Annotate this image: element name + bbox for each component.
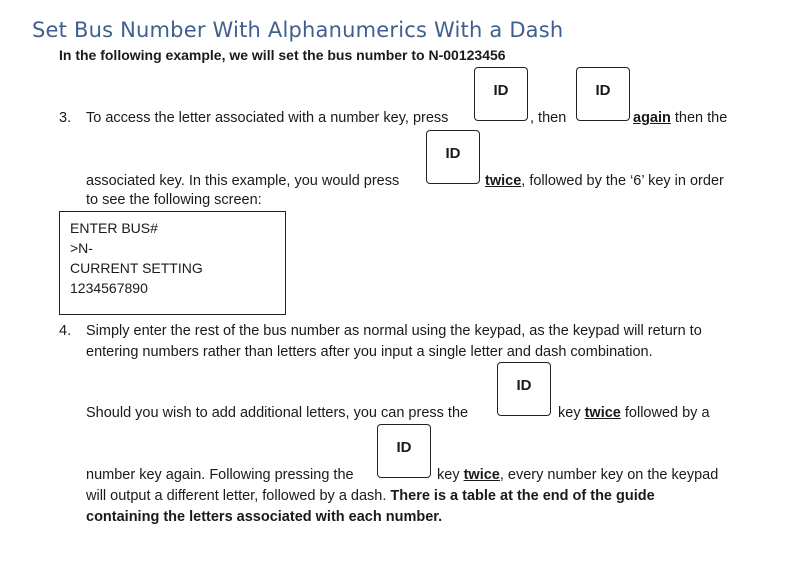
step4-line4b: key xyxy=(437,467,464,483)
step3-line2a: associated key. In this example, you wou… xyxy=(86,173,400,189)
display-screen: ENTER BUS# >N- CURRENT SETTING 123456789… xyxy=(59,211,286,315)
step4-line4a: number key again. Following pressing the xyxy=(86,467,354,483)
id-key-label: ID xyxy=(396,439,412,456)
step4-line6: containing the letters associated with e… xyxy=(86,509,443,525)
step4-line1: Simply enter the rest of the bus number … xyxy=(86,323,702,339)
id-key-icon: ID xyxy=(576,67,630,121)
step3-line2: twice, followed by the ‘6’ key in order xyxy=(485,171,724,191)
id-key-icon: ID xyxy=(377,424,431,478)
screen-line: >N- xyxy=(70,240,93,256)
id-key-label: ID xyxy=(516,377,532,394)
id-key-icon: ID xyxy=(426,130,480,184)
step3-number: 3. xyxy=(59,110,72,126)
step4-line2: entering numbers rather than letters aft… xyxy=(86,344,653,360)
step4-line5a: will output a different letter, followed… xyxy=(86,488,391,504)
again-emphasis: again xyxy=(633,110,671,126)
step3-line3: to see the following screen: xyxy=(86,192,262,208)
twice-emphasis: twice xyxy=(485,173,522,189)
twice-emphasis: twice xyxy=(463,467,500,483)
example-subtitle: In the following example, we will set th… xyxy=(59,47,506,63)
step4-line3a: Should you wish to add additional letter… xyxy=(86,405,469,421)
step4-number: 4. xyxy=(59,323,72,339)
id-key-label: ID xyxy=(595,82,611,99)
page-title: Set Bus Number With Alphanumerics With a… xyxy=(32,18,564,42)
step3-line1: again then the xyxy=(633,108,727,128)
id-key-icon: ID xyxy=(474,67,528,121)
screen-line: ENTER BUS# xyxy=(70,220,158,236)
id-key-icon: ID xyxy=(497,362,551,416)
step4-line4d: , every number key on the keypad xyxy=(499,467,719,483)
step3-line2c: , followed by the ‘6’ key in order xyxy=(521,173,724,189)
screen-line: 1234567890 xyxy=(70,280,148,296)
step3-line1b: , then xyxy=(530,110,567,126)
twice-emphasis: twice xyxy=(584,405,621,421)
step4-line3b: key xyxy=(558,405,585,421)
step4-line5: will output a different letter, followed… xyxy=(86,486,655,506)
screen-line: CURRENT SETTING xyxy=(70,260,203,276)
id-key-label: ID xyxy=(445,145,461,162)
step4-line3d: followed by a xyxy=(620,405,710,421)
step3-line1d: then the xyxy=(670,110,728,126)
id-key-label: ID xyxy=(493,82,509,99)
step4-line4: key twice, every number key on the keypa… xyxy=(437,465,718,485)
step4-line3: key twice followed by a xyxy=(558,403,710,423)
step3-line1a: To access the letter associated with a n… xyxy=(86,110,449,126)
step4-line5b: There is a table at the end of the guide xyxy=(390,488,655,504)
